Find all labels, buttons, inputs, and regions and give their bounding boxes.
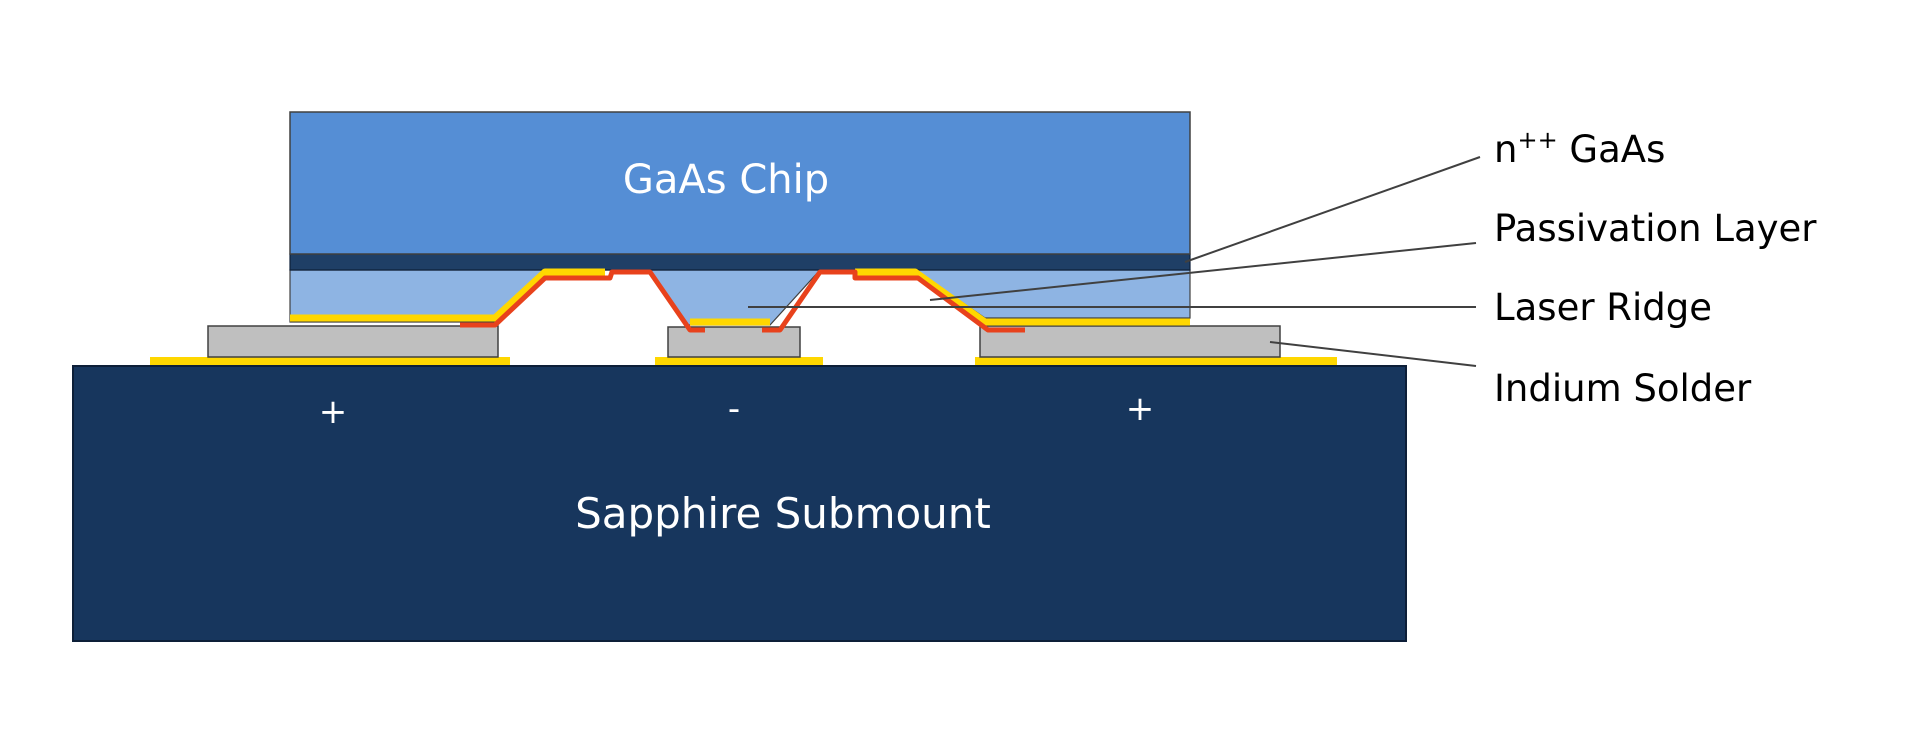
leader-line-n-gaas	[1184, 156, 1481, 263]
callout-n-gaas-sup: ++	[1517, 126, 1557, 154]
gold-contact-left	[290, 268, 605, 322]
callout-indium-solder: Indium Solder	[1494, 367, 1752, 410]
sapphire-submount	[72, 365, 1407, 642]
passivation-layer-left	[460, 269, 705, 333]
indium-solder-pad-left	[207, 325, 499, 358]
leader-line-indium-solder	[1269, 341, 1477, 367]
callout-n-gaas: n++ GaAs	[1494, 126, 1665, 171]
gold-trace-center	[655, 357, 823, 365]
gold-trace-left	[150, 357, 510, 365]
submount-label: Sapphire Submount	[575, 489, 991, 538]
callout-n-gaas-suffix: GaAs	[1558, 128, 1666, 171]
callout-laser-ridge: Laser Ridge	[1494, 286, 1712, 329]
passivation-layer-right	[762, 269, 1025, 333]
leader-line-passivation	[929, 242, 1477, 301]
polarity-center: -	[728, 389, 740, 429]
indium-solder-pad-right	[979, 325, 1281, 358]
n-gaas-layer	[289, 253, 1191, 271]
gaas-chip	[289, 111, 1191, 255]
polarity-right: +	[1126, 389, 1155, 429]
chip-label: GaAs Chip	[623, 157, 829, 203]
callout-n-gaas-prefix: n	[1494, 128, 1517, 171]
gold-trace-right	[975, 357, 1337, 365]
callout-passivation: Passivation Layer	[1494, 207, 1817, 250]
polarity-left: +	[319, 392, 348, 432]
